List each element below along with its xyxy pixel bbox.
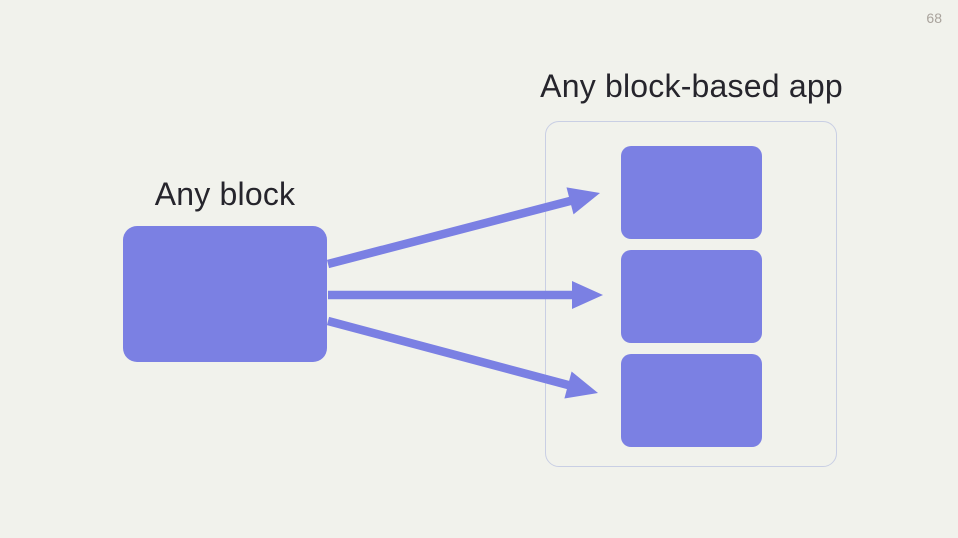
app-container [545, 121, 837, 467]
source-block-label: Any block [154, 176, 296, 212]
app-block [620, 250, 762, 343]
source-block [123, 226, 327, 362]
page-number: 68 [926, 10, 942, 26]
target-app-title: Any block-based app [540, 68, 843, 104]
app-block [620, 354, 762, 447]
app-block [620, 146, 762, 239]
